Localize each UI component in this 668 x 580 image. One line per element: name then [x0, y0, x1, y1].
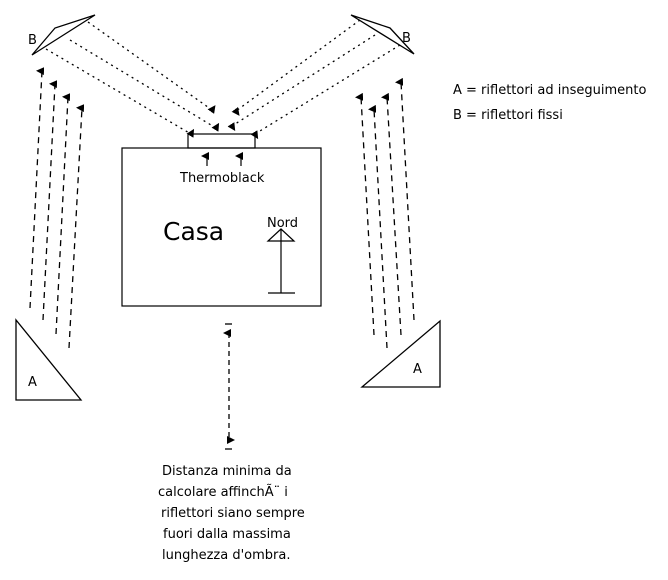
rays-from-tracking-right	[355, 77, 415, 349]
distance-note-line-3: riflettori siano sempre	[161, 506, 305, 521]
tracking-reflector-left-label: A	[28, 375, 37, 390]
tracking-reflector-right	[360, 319, 441, 388]
north-label: Nord	[267, 216, 298, 231]
minimum-distance-arrow	[223, 323, 235, 450]
distance-note-line-1: Distanza minima da	[162, 464, 292, 479]
distance-note-line-5: lunghezza d'ombra.	[162, 548, 291, 563]
rays-from-tracking-left	[29, 67, 85, 349]
fixed-reflector-right	[350, 14, 415, 55]
thermoblack-collector	[187, 133, 256, 149]
fixed-reflector-left-label: B	[28, 33, 37, 48]
reflected-rays-right	[227, 19, 401, 140]
tracking-reflector-left	[15, 318, 83, 401]
legend-item-fixed: B = riflettori fissi	[453, 108, 563, 123]
fixed-reflector-left	[31, 14, 96, 56]
collector-label: Thermoblack	[179, 171, 265, 186]
reflected-rays-left	[45, 21, 220, 138]
house-label: Casa	[163, 217, 224, 246]
legend-item-tracking: A = riflettori ad inseguimento	[453, 83, 647, 98]
distance-note-line-2: calcolare affinchÃ¨ i	[158, 485, 288, 500]
collector-arrows	[201, 152, 243, 166]
distance-note-line-4: fuori dalla massima	[163, 527, 291, 542]
fixed-reflector-right-label: B	[402, 31, 411, 46]
north-symbol	[266, 228, 296, 294]
tracking-reflector-right-label: A	[413, 362, 422, 377]
